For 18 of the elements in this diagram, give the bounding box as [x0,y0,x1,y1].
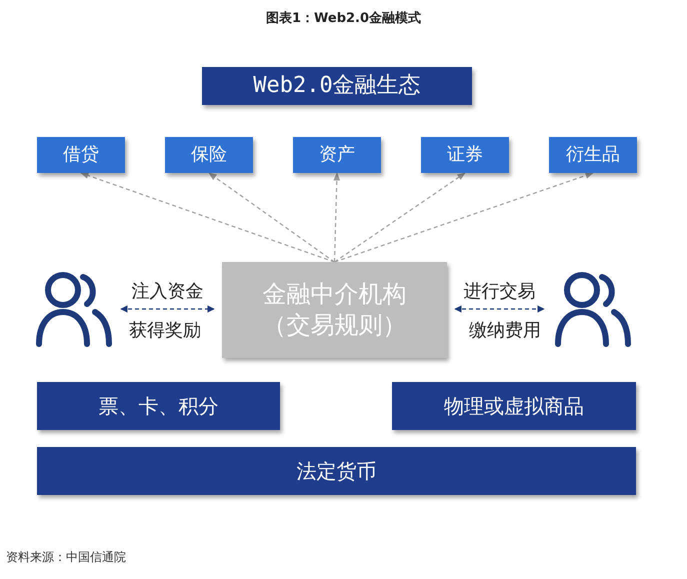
category-box: 物理或虚拟商品 [392,382,636,430]
category-box: 票、卡、积分 [37,382,280,430]
arrow [80,172,335,263]
category-box: 保险 [165,137,253,173]
arrow [334,172,594,263]
arrow [454,305,545,313]
category-box: 法定货币 [37,447,636,495]
category-box: 证券 [421,137,509,173]
category-box: 借贷 [37,137,125,173]
arrow [208,172,335,262]
category-box: 资产 [293,137,381,173]
arrow [334,172,466,262]
heading-banner: Web2.0金融生态 [202,67,472,105]
chart-title: 图表1：Web2.0金融模式 [264,10,422,27]
category-box: 衍生品 [549,137,637,173]
intermediary-box: 金融中介机构（交易规则） [222,262,447,358]
arrow [120,305,215,313]
arrow [333,172,340,262]
